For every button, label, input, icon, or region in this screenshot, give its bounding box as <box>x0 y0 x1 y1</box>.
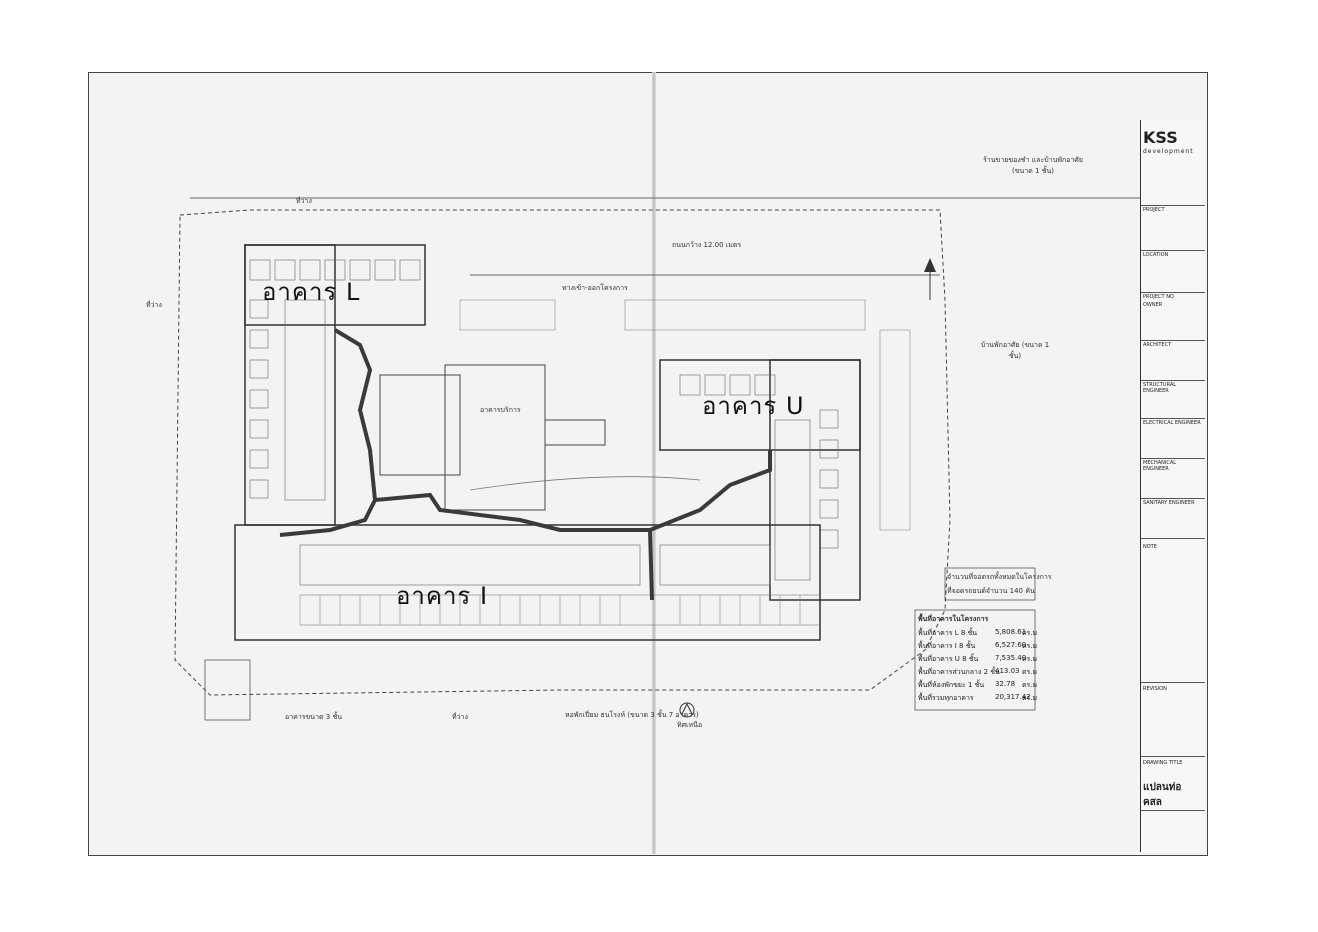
parking-count: ที่จอดรถยนต์จำนวน 140 คัน <box>947 587 1035 595</box>
architect-label: ARCHITECT <box>1143 342 1172 348</box>
area-row-label: พื้นที่รวมทุกอาคาร <box>918 694 974 702</box>
area-row-label: พื้นที่อาคาร U 8 ชั้น <box>918 655 979 663</box>
road-label: ถนนกว้าง 12.00 เมตร <box>672 241 742 249</box>
pipe-route <box>279 328 378 537</box>
area-row-label: พื้นที่อาคาร L 8 ชั้น <box>918 629 978 637</box>
area-row-value: 7,535.40 <box>995 654 1027 662</box>
owner-label: OWNER <box>1143 302 1163 308</box>
mechanical-label: MECHANICAL ENGINEER <box>1143 460 1177 472</box>
building-u-label: อาคาร U <box>702 392 805 420</box>
empty-land-label: ที่ว่าง <box>452 713 468 721</box>
north-label: ทิศเหนือ <box>677 721 703 729</box>
area-row-unit: ตร.ม <box>1022 681 1038 689</box>
building-l-units <box>249 259 421 501</box>
parking-stalls-bottom <box>299 595 801 625</box>
area-table-frame <box>914 609 1036 711</box>
drawing-title-label: DRAWING TITLE <box>1143 760 1183 766</box>
north-arrow-icon <box>924 258 936 300</box>
building-u-wing <box>769 359 861 601</box>
title-block: KSS development PROJECT LOCATION PROJECT… <box>1140 120 1205 852</box>
service-building <box>379 374 461 476</box>
area-row-value: 20,317.42 <box>995 693 1031 701</box>
empty-land-label: ที่ว่าง <box>296 197 312 205</box>
entrance-label: ทางเข้า-ออกโครงการ <box>562 284 628 292</box>
site-boundary <box>174 209 951 696</box>
service-building-label: อาคารบริการ <box>480 406 521 414</box>
house-label: บ้านพักอาศัย (ขนาด 1 ชั้น) <box>980 341 1050 360</box>
area-row-label: พื้นที่อาคารส่วนกลาง 2 ชั้น <box>918 668 1000 676</box>
sanitary-label: SANITARY ENGINEER <box>1143 500 1195 506</box>
area-row-unit: ตร.ม <box>1022 668 1038 676</box>
empty-land-label: ที่ว่าง <box>146 301 162 309</box>
area-row-value: 32.78 <box>995 680 1016 688</box>
area-row-value: 5,808.61 <box>995 628 1027 636</box>
building-u-units <box>679 374 839 581</box>
dorm-label: หอพักเปี่ยม ธนโรงห์ (ขนาด 3 ชั้น 7 อาคาร… <box>565 711 699 719</box>
revision-label: REVISION <box>1143 686 1167 692</box>
area-row-unit: ตร.ม <box>1022 655 1038 663</box>
building-l-label: อาคาร L <box>262 278 361 306</box>
drawing-title: แปลนท่อ คสล <box>1143 782 1182 808</box>
area-row-label: พื้นที่ห้องพักขยะ 1 ชั้น <box>918 681 985 689</box>
location-label: LOCATION <box>1143 252 1169 258</box>
electrical-label: ELECTRICAL ENGINEER <box>1143 420 1201 426</box>
area-row-unit: ตร.ม <box>1022 629 1038 637</box>
parking-stalls-top <box>459 299 911 531</box>
note-label: NOTE <box>1143 544 1157 550</box>
pipe-route <box>374 450 772 532</box>
brand-logo: KSS <box>1143 128 1178 147</box>
paper-fold <box>652 72 656 854</box>
building-i-outline <box>234 524 821 641</box>
parking-note: จำนวนที่จอดรถทั้งหมดในโครงการ <box>947 573 1052 581</box>
structural-label: STRUCTURAL ENGINEER <box>1143 382 1177 394</box>
shop-label: ร้านขายของชำ และบ้านพักอาศัย (ขนาด 1 ชั้… <box>983 156 1083 175</box>
area-row-label: พื้นที่อาคาร I 8 ชั้น <box>918 642 976 650</box>
landscape-curve <box>469 476 701 491</box>
area-row-value: 6,527.60 <box>995 641 1027 649</box>
parking-note-frame <box>944 567 1036 601</box>
project-no-label: PROJECT NO <box>1143 294 1174 300</box>
building-3f-label: อาคารขนาด 3 ชั้น <box>285 713 342 721</box>
pipe-route <box>648 529 654 601</box>
drawing-sheet <box>88 72 1208 856</box>
compass-icon <box>679 702 695 718</box>
legend-box <box>204 659 251 721</box>
project-label: PROJECT <box>1143 207 1165 213</box>
brand-sub: development <box>1143 148 1194 155</box>
service-building <box>544 419 606 446</box>
area-row-value: 413.03 <box>995 667 1020 675</box>
area-row-unit: ตร.ม <box>1022 694 1038 702</box>
area-table-title: พื้นที่อาคารในโครงการ <box>918 615 989 623</box>
area-row-unit: ตร.ม <box>1022 642 1038 650</box>
building-i-label: อาคาร I <box>396 582 489 610</box>
